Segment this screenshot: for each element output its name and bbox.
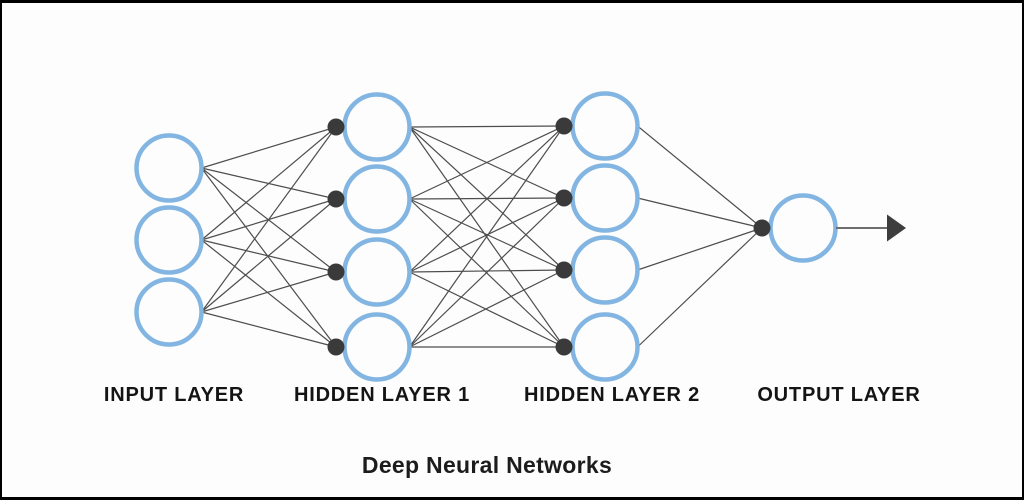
junction-dot [327, 118, 345, 136]
connection-line [201, 126, 337, 169]
connection-line [201, 126, 337, 241]
arrow-head-icon [887, 214, 906, 242]
connection-line [409, 125, 565, 273]
connection-line [409, 125, 565, 348]
connection-lines [201, 125, 763, 348]
connection-line [409, 271, 565, 348]
connection-line [201, 311, 337, 348]
junction-dot [327, 338, 345, 356]
junction-dots [327, 117, 771, 356]
output-arrow [836, 214, 906, 242]
output-layer-node [768, 193, 838, 263]
junction-dot [555, 338, 573, 356]
junction-dot [555, 261, 573, 279]
connection-line [637, 197, 763, 229]
connection-line [409, 125, 565, 200]
junction-dot [555, 189, 573, 207]
output-layer-label: OUTPUT LAYER [757, 384, 920, 406]
hidden-layer-1-node [342, 312, 412, 382]
junction-dot [327, 263, 345, 281]
connection-line [201, 239, 337, 348]
diagram-title: Deep Neural Networks [362, 452, 612, 478]
connection-line [409, 197, 565, 273]
connection-line [201, 167, 337, 348]
input-layer-node [134, 277, 204, 347]
hidden-layer-2-node [570, 163, 640, 233]
junction-dot [753, 219, 771, 237]
hidden-layer-2-node [570, 91, 640, 161]
connection-line [409, 125, 565, 128]
connection-line [201, 126, 337, 313]
connection-line [201, 198, 337, 313]
connection-line [637, 125, 763, 229]
hidden-layer-2-node [570, 235, 640, 305]
connection-line [637, 227, 763, 348]
hidden-layer-2-label: HIDDEN LAYER 2 [524, 384, 700, 406]
connection-line [409, 197, 565, 348]
input-layer-node [134, 133, 204, 203]
junction-dot [555, 117, 573, 135]
connection-line [201, 271, 337, 313]
hidden-layer-1-node [342, 237, 412, 307]
hidden-layer-1-label: HIDDEN LAYER 1 [294, 384, 470, 406]
input-layer-label: INPUT LAYER [104, 384, 244, 406]
input-layer-node [134, 205, 204, 275]
connection-line [409, 269, 565, 348]
hidden-layer-1-node [342, 164, 412, 234]
connection-line [637, 227, 763, 271]
connection-line [409, 269, 565, 273]
junction-dot [327, 190, 345, 208]
hidden-layer-2-node [570, 312, 640, 382]
hidden-layer-1-node [342, 92, 412, 162]
